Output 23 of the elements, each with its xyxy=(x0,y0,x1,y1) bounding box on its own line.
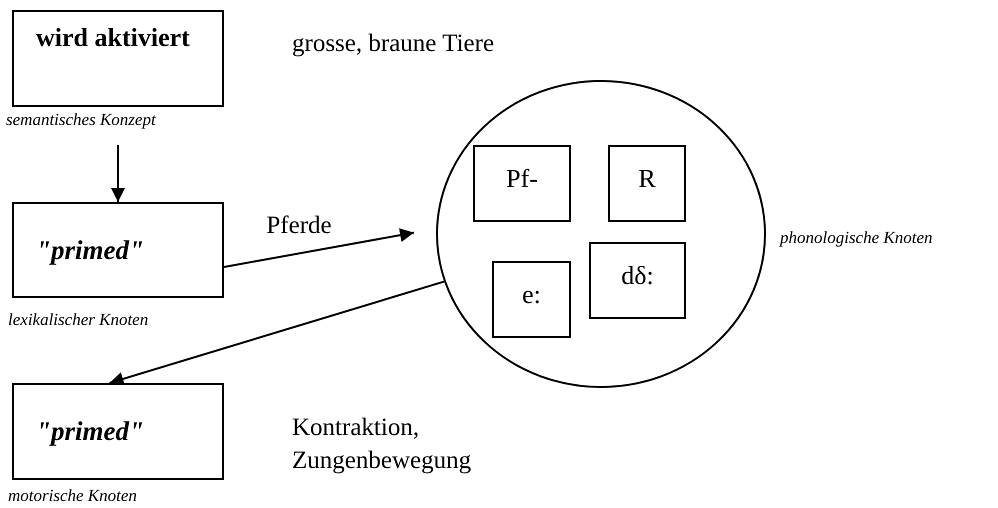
node-box xyxy=(12,202,224,298)
phoneme-box xyxy=(589,242,686,319)
node-caption: semantisches Konzept xyxy=(6,110,156,130)
node-caption: phonologische Knoten xyxy=(780,228,933,248)
annotation-text: grosse, braune Tiere xyxy=(292,29,496,59)
node-text: wird aktiviert xyxy=(36,24,191,53)
node-text: e: xyxy=(521,281,542,310)
node-text: "primed" xyxy=(36,417,144,447)
arrow xyxy=(109,280,444,386)
node-text: "primed" xyxy=(36,236,144,266)
node-box xyxy=(12,383,224,480)
arrow xyxy=(224,228,414,268)
node-text: Pf- xyxy=(505,165,539,194)
phoneme-box xyxy=(473,145,571,222)
node-text: R xyxy=(637,165,657,194)
annotation-text: Kontraktion, Zungenbewegung xyxy=(292,413,472,476)
node-caption: motorische Knoten xyxy=(8,486,137,506)
phoneme-box xyxy=(608,145,686,222)
node-caption: lexikalischer Knoten xyxy=(8,310,148,330)
concept-box xyxy=(12,10,224,107)
phoneme-box xyxy=(492,261,571,338)
node-text: dδ: xyxy=(620,262,655,291)
arrow xyxy=(111,145,125,202)
